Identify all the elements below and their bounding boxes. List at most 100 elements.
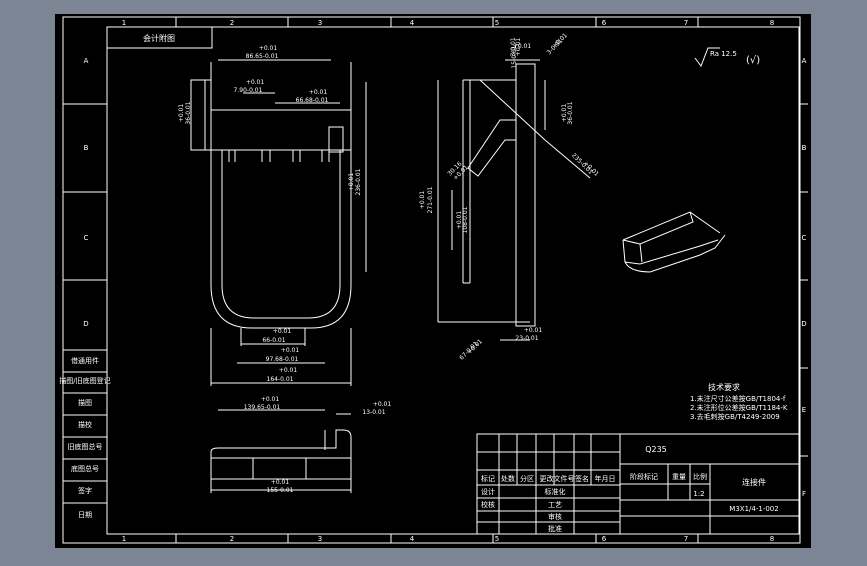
side-dim: +0.01 (515, 38, 522, 57)
zone-number-bottom: 5 (495, 535, 499, 543)
side-dim: +0.01 (456, 211, 463, 230)
role-label: 工艺 (548, 501, 562, 509)
paper (55, 14, 811, 548)
side-dim: 23-0.01 (515, 335, 538, 342)
front-dim: +0.01 (259, 45, 278, 52)
zone-number-top: 6 (602, 19, 607, 27)
bottom-dim: +0.01 (261, 396, 280, 403)
front-dim: 86.65-0.01 (246, 53, 279, 60)
front-dim: 36-0.01 (185, 101, 192, 124)
title-block-header-cell: 处数 (501, 474, 515, 483)
front-dim: +0.01 (281, 347, 300, 354)
surface-finish: Ra 12.5 (√) (694, 47, 760, 68)
zone-number-top: 5 (495, 19, 499, 27)
bottom-view-dimensions: +0.01139.65-0.01+0.0113-0.01+0.01155-0.0… (244, 396, 392, 494)
front-dim: 66-0.01 (262, 337, 285, 344)
title-block-header-row: 标记处数分区更改文件号签名年月日 (481, 474, 616, 483)
title-block-header-cell: 标记 (481, 474, 495, 483)
iso-view[interactable] (622, 211, 726, 273)
scale-value: 1:2 (693, 490, 704, 498)
title-block (476, 433, 800, 535)
side-dim: 15-0.01 (511, 45, 518, 68)
role-label: 校核 (481, 500, 495, 509)
zone-letter-right: C (802, 234, 807, 242)
surface-note: (√) (746, 55, 760, 66)
zone-ticks (63, 17, 808, 543)
zone-number-top: 1 (122, 19, 126, 27)
left-column-label: 描图 (78, 398, 92, 407)
zone-number-bottom: 2 (230, 535, 234, 543)
zone-letter-left: A (84, 57, 89, 65)
technical-requirements: 技术要求 1.未注尺寸公差按GB/T1804-f 2.未注形位公差按GB/T11… (690, 382, 788, 421)
front-dim: 97.68-0.01 (266, 356, 299, 363)
zone-letter-left: C (84, 234, 89, 242)
side-dim: 108-0.01 (462, 206, 469, 233)
front-dim: +0.01 (246, 79, 265, 86)
zone-letter-right: D (801, 320, 806, 328)
side-dim: +0.01 (524, 327, 543, 334)
front-dim: 236-0.01 (355, 168, 362, 195)
left-column-label: 借通用件 (71, 356, 99, 365)
tech-req-title: 技术要求 (708, 382, 740, 392)
left-column-label: 日期 (78, 511, 92, 519)
surface-symbol: Ra 12.5 (710, 50, 737, 58)
role-label: 审核 (548, 512, 562, 521)
front-dim: 164-0.01 (267, 376, 294, 383)
title-block-header-cell: 签名 (575, 474, 589, 483)
title-block-header-cell: 分区 (520, 474, 534, 483)
zone-letter-right: A (802, 57, 807, 65)
zone-number-top: 2 (230, 19, 234, 27)
side-dim: +0.01 (513, 43, 532, 50)
title-block-text: Q235 连接件 M3X1/4-1-002 1:2 阶段标记 重量 比例 标记处… (481, 445, 779, 533)
front-dim: +0.01 (178, 104, 185, 123)
bottom-dim: 13-0.01 (362, 409, 385, 416)
left-column-label: 描校 (78, 420, 92, 429)
side-view[interactable] (437, 59, 591, 341)
zone-letters-left: A B C D (83, 57, 88, 328)
ref-box (106, 26, 213, 49)
tech-req-line-2: 2.未注形位公差按GB/T1184-K (690, 403, 788, 412)
zone-number-bottom: 6 (602, 535, 607, 543)
zone-number-bottom: 8 (770, 535, 774, 543)
zone-number-bottom: 3 (318, 535, 322, 543)
tech-req-line-3: 3.去毛刺按GB/T4249-2009 (690, 412, 780, 421)
role-label: 设计 (481, 487, 495, 496)
zone-number-top: 7 (684, 19, 688, 27)
bottom-dim: 155-0.01 (267, 487, 294, 494)
side-dim: +0.01 (419, 191, 426, 210)
part-name: 连接件 (742, 477, 766, 487)
side-dim: 3-0.01 (510, 37, 517, 57)
zone-letter-right: B (802, 144, 807, 152)
front-view-dimensions: +0.0186.65-0.01+0.017.90-0.01+0.0166.68-… (178, 45, 362, 383)
side-dim: 36-0.01 (567, 101, 574, 124)
material: Q235 (645, 445, 667, 454)
front-dim: +0.01 (309, 89, 328, 96)
front-dim: +0.01 (279, 367, 298, 374)
left-column-label: 旧底图总号 (68, 442, 103, 451)
bottom-dim: 139.65-0.01 (244, 404, 281, 411)
ref-box-label: 会计附图 (143, 33, 175, 43)
zone-letter-left: B (84, 144, 89, 152)
zone-letter-left: D (83, 320, 88, 328)
role-label: 批准 (548, 524, 562, 533)
title-block-header-cell: 更改文件号 (540, 474, 575, 483)
role-label: 标准化 (545, 487, 566, 496)
zone-number-bottom: 4 (410, 535, 415, 543)
bottom-dim: +0.01 (271, 479, 290, 486)
left-column-label: 底图总号 (71, 464, 99, 473)
weight-label: 重量 (672, 473, 686, 481)
front-dim: +0.01 (348, 173, 355, 192)
front-view[interactable] (190, 59, 367, 386)
left-binding-column (63, 349, 107, 504)
zone-number-bottom: 1 (122, 535, 126, 543)
bottom-view[interactable] (210, 409, 352, 493)
zone-number-top: 3 (318, 19, 322, 27)
side-dim: 271-0.01 (427, 186, 434, 213)
drawing-number: M3X1/4-1-002 (729, 505, 778, 513)
front-dim: 7.90-0.01 (234, 87, 263, 94)
zone-number-top: 8 (770, 19, 774, 27)
